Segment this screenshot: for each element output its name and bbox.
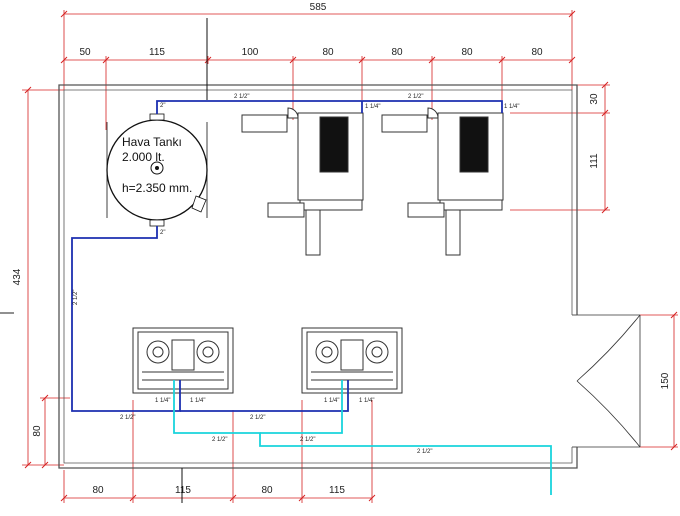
- dimension-lines: [22, 10, 678, 503]
- dim-top-1: 50: [79, 47, 91, 58]
- dim-top-3: 100: [242, 47, 259, 58]
- label-tank-top: 2": [160, 103, 165, 109]
- dim-bottom-1: 80: [92, 485, 104, 496]
- dim-top-6: 80: [461, 47, 473, 58]
- water-pipes: [173, 380, 552, 495]
- label-top-main-2: 2 1/2": [408, 94, 423, 100]
- dryer-unit-2: [301, 327, 403, 394]
- door: [576, 314, 641, 448]
- label-top-main-1: 2 1/2": [234, 94, 249, 100]
- dim-bottom-4: 115: [329, 485, 345, 496]
- tank-capacity: 2.000 lt.: [122, 150, 165, 164]
- dim-top-5: 80: [391, 47, 403, 58]
- dim-left-height: 434: [12, 268, 23, 285]
- dim-bottom-2: 115: [175, 485, 191, 496]
- label-tank-bottom: 2": [160, 230, 165, 236]
- label-comp1-in: 1 1/4": [365, 104, 380, 110]
- label-dryer2-left: 1 1/4": [324, 398, 339, 404]
- label-dryer1-right: 1 1/4": [190, 398, 205, 404]
- label-bottom-blue-2: 2 1/2": [250, 415, 265, 421]
- label-left-riser: 2 1/2": [73, 290, 79, 305]
- label-dryer2-right: 1 1/4": [359, 398, 374, 404]
- tank-name: Hava Tankı: [122, 135, 182, 149]
- label-dryer1-left: 1 1/4": [155, 398, 170, 404]
- tank-height: h=2.350 mm.: [122, 181, 192, 195]
- dim-bottom-3: 80: [261, 485, 273, 496]
- dim-left-bottom: 80: [32, 425, 43, 437]
- label-bottom-blue-1: 2 1/2": [120, 415, 135, 421]
- dim-overall-width: 585: [310, 2, 327, 13]
- label-bottom-cyan-3: 2 1/2": [417, 449, 432, 455]
- dim-top-2: 115: [149, 47, 165, 58]
- dim-right-door: 150: [660, 372, 671, 389]
- room-walls: [58, 84, 578, 469]
- label-comp2-in: 1 1/4": [504, 104, 519, 110]
- compressor-1: [241, 107, 364, 256]
- compressor-2: [381, 107, 504, 256]
- dim-top-4: 80: [322, 47, 334, 58]
- label-bottom-cyan-1: 2 1/2": [212, 437, 227, 443]
- air-pipes: [71, 100, 503, 412]
- label-bottom-cyan-2: 2 1/2": [300, 437, 315, 443]
- dimension-ticks: [24, 10, 678, 502]
- dim-right-top: 30: [589, 93, 600, 105]
- dim-right-mid: 111: [589, 153, 600, 169]
- dim-top-7: 80: [531, 47, 543, 58]
- air-tank: Hava Tankı 2.000 lt. h=2.350 mm.: [106, 113, 208, 227]
- dryer-unit-1: [132, 327, 234, 394]
